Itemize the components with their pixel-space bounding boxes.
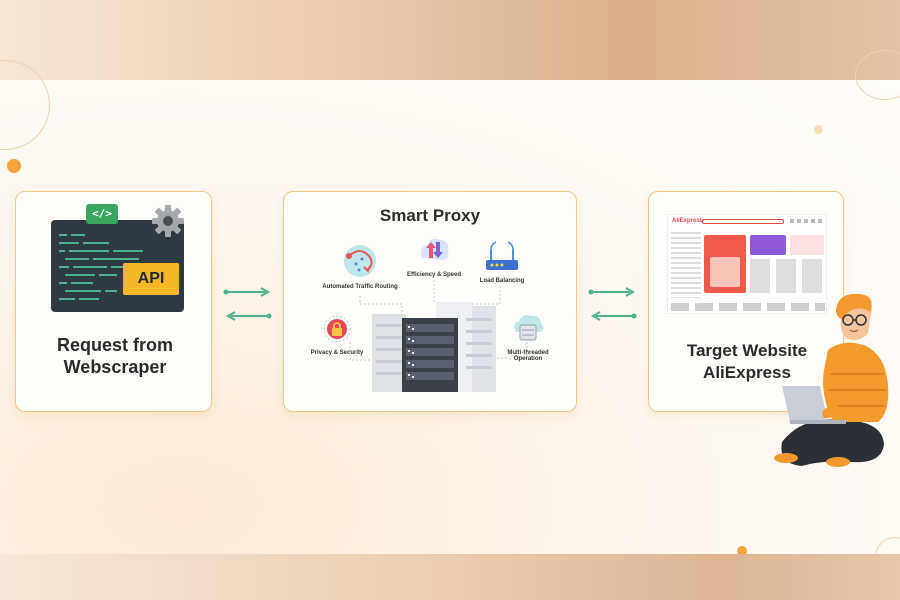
- site-banner-2: [750, 235, 786, 255]
- smart-proxy-title: Smart Proxy: [379, 206, 481, 225]
- routing-icon: [344, 245, 376, 277]
- webscraper-card: </> API Request from Webscraper: [15, 191, 212, 412]
- site-banner-3: [790, 235, 824, 255]
- site-logo: AliExpress: [672, 218, 704, 224]
- speed-icon: [420, 238, 449, 260]
- site-search-bar: [702, 219, 784, 224]
- arrow-to-proxy: [223, 287, 271, 297]
- feature-label: Multi-threaded Operation: [507, 350, 549, 362]
- target-website-card: AliExpress Target Website AliExpress: [648, 191, 844, 412]
- deco-ring: [855, 50, 900, 100]
- deco-dot: [814, 125, 823, 134]
- gear-icon: [152, 205, 184, 237]
- site-bottom-row: [671, 303, 825, 311]
- code-editor-illustration: </> API: [51, 204, 184, 312]
- site-banner-1: [704, 235, 746, 293]
- api-badge-label: API: [137, 270, 165, 287]
- code-lines-icon: [59, 234, 143, 300]
- router-icon: [486, 241, 518, 270]
- arrow-to-target: [588, 287, 636, 297]
- arrow-from-proxy: [225, 311, 272, 321]
- bottom-band: [0, 554, 900, 600]
- feature-privacy-security: Privacy & Security: [304, 312, 370, 356]
- feature-load-balancing: Load Balancing: [470, 238, 534, 284]
- feature-traffic-routing: Automated Traffic Routing: [312, 242, 408, 290]
- api-badge: API: [123, 263, 179, 295]
- code-tag-badge: </>: [86, 204, 118, 224]
- code-icon: </>: [92, 207, 112, 220]
- diagram-stage: </> API Request from Webscraper: [0, 50, 900, 577]
- site-product-grid: [750, 259, 824, 293]
- feature-label: Automated Traffic Routing: [322, 284, 398, 290]
- smart-proxy-card: Smart Proxy Automated Traffic Routing: [283, 191, 577, 412]
- website-screenshot: AliExpress: [667, 214, 827, 314]
- person-with-laptop-icon: [774, 294, 889, 467]
- site-sidebar: [671, 232, 701, 298]
- arrow-from-target: [590, 311, 637, 321]
- cloud-server-icon: [514, 315, 544, 341]
- feature-label: Load Balancing: [479, 278, 525, 284]
- feature-label: Privacy & Security: [310, 350, 364, 356]
- lock-icon: [323, 315, 351, 343]
- deco-dot: [737, 546, 747, 556]
- deco-dot: [7, 159, 21, 173]
- webscraper-label: Request from Webscraper: [56, 335, 173, 377]
- feature-label: Efficiency & Speed: [406, 272, 462, 278]
- server-rack-icon: [372, 302, 496, 392]
- top-band: [0, 0, 900, 80]
- feature-efficiency-speed: Efficiency & Speed: [396, 234, 472, 278]
- feature-multithreaded: Multi-threaded Operation: [496, 310, 560, 362]
- site-header-icons: [790, 219, 824, 223]
- target-website-label: Target Website AliExpress: [686, 341, 808, 382]
